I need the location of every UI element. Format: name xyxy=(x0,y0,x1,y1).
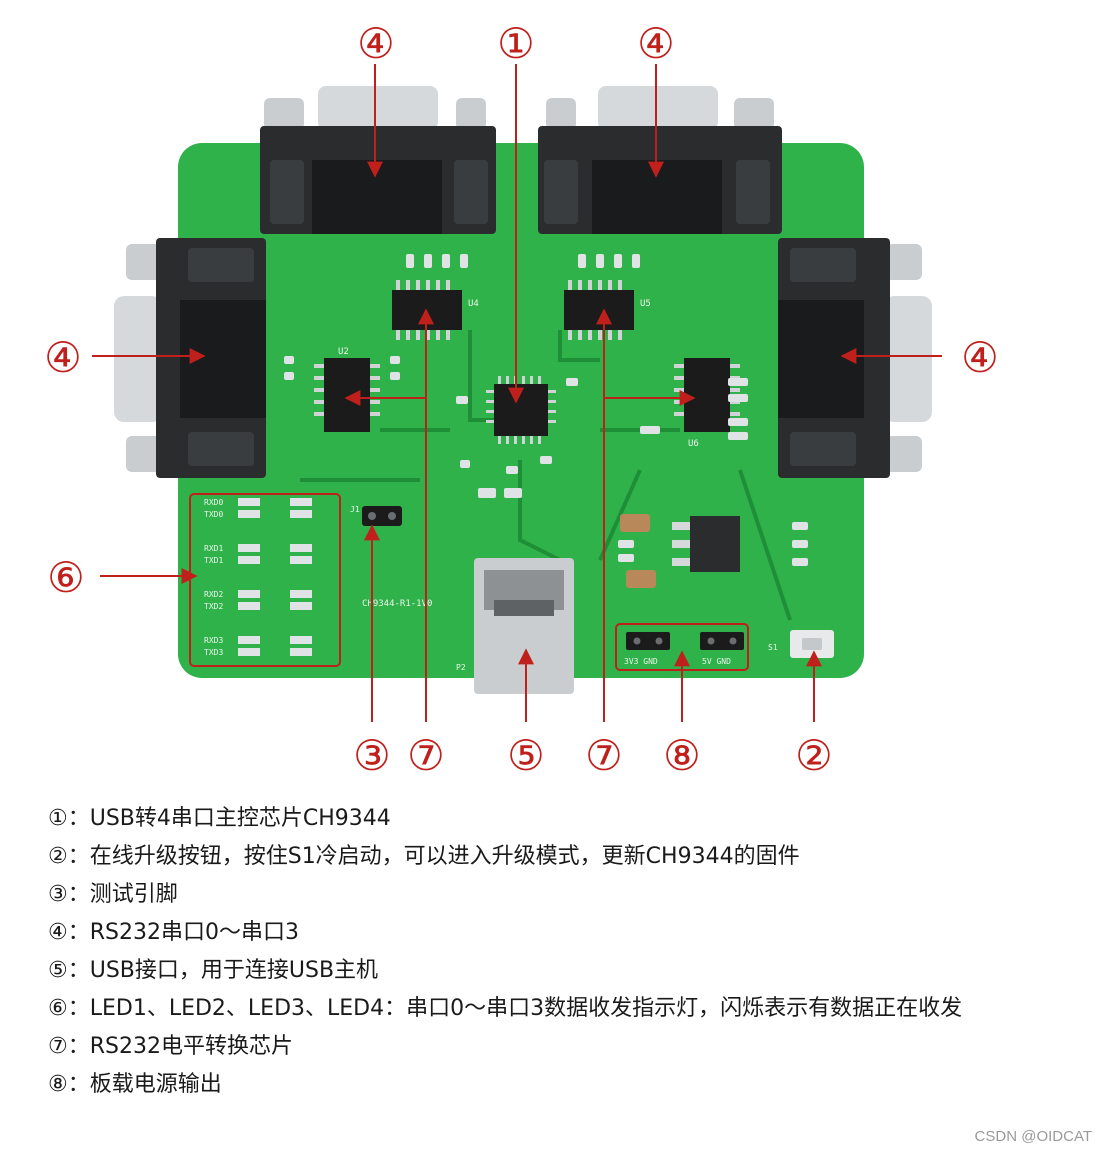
silk-j1: J1 xyxy=(350,505,360,514)
silk-rxd1: RXD1 xyxy=(204,544,223,553)
silk-rxd0: RXD0 xyxy=(204,498,223,507)
silk-txd1: TXD1 xyxy=(204,556,223,565)
silk-txd2: TXD2 xyxy=(204,602,223,611)
silk-u4: U4 xyxy=(468,299,479,309)
test-pins-j1: J1 xyxy=(350,505,402,526)
legend-item-3: ③：测试引脚 xyxy=(48,882,178,907)
silk-rxd3: RXD3 xyxy=(204,636,223,645)
silk-board-name: CH9344-R1-1V0 xyxy=(362,599,432,609)
callout-7-left: ⑦ xyxy=(407,731,445,780)
legend-item-6: ⑥：LED1、LED2、LED3、LED4：串口0～串口3数据收发指示灯，闪烁表… xyxy=(48,996,963,1021)
db9-connector-top-left xyxy=(260,86,496,234)
callout-3: ③ xyxy=(353,731,391,780)
legend-item-8: ⑧：板载电源输出 xyxy=(48,1072,222,1097)
legend-item-5: ⑤：USB接口，用于连接USB主机 xyxy=(48,958,379,983)
legend-item-1: ①：USB转4串口主控芯片CH9344 xyxy=(48,806,391,831)
tantalum-capacitors xyxy=(620,514,656,588)
silk-p2: P2 xyxy=(456,663,466,672)
passive-components xyxy=(284,254,808,566)
callout-1: ① xyxy=(497,19,535,68)
power-output-headers: 3V3 GND 5V GND xyxy=(615,623,749,671)
callout-4-left: ④ xyxy=(44,333,82,382)
upgrade-button-s1: S1 xyxy=(768,630,834,658)
silk-power-right: 5V GND xyxy=(702,657,731,666)
db9-connector-left xyxy=(114,238,266,478)
silk-u5: U5 xyxy=(640,299,651,309)
db9-connector-right xyxy=(778,238,932,478)
cap-pads xyxy=(618,540,634,562)
legend-list: ①：USB转4串口主控芯片CH9344 ②：在线升级按钮，按住S1冷启动，可以进… xyxy=(48,800,1038,1104)
callout-arrows xyxy=(92,64,942,722)
watermark: CSDN @OIDCAT xyxy=(974,1128,1092,1145)
db9-connector-top-right xyxy=(538,86,782,234)
callout-5: ⑤ xyxy=(507,731,545,780)
voltage-regulator-u1 xyxy=(672,516,740,572)
callout-7-right: ⑦ xyxy=(585,731,623,780)
silk-u6: U6 xyxy=(688,439,699,449)
callout-4-top-right: ④ xyxy=(637,19,675,68)
callout-4-right: ④ xyxy=(961,333,999,382)
callout-4-top-left: ④ xyxy=(357,19,395,68)
legend-item-4: ④：RS232串口0～串口3 xyxy=(48,920,299,945)
callout-2: ② xyxy=(795,731,833,780)
silk-txd3: TXD3 xyxy=(204,648,223,657)
legend-item-7: ⑦：RS232电平转换芯片 xyxy=(48,1034,293,1059)
silk-txd0: TXD0 xyxy=(204,510,223,519)
callout-8: ⑧ xyxy=(663,731,701,780)
silk-u2: U2 xyxy=(338,347,349,357)
ch9344-main-chip xyxy=(486,376,556,444)
board-diagram: U4 U5 U2 U6 xyxy=(44,19,999,780)
legend-item-2: ②：在线升级按钮，按住S1冷启动，可以进入升级模式，更新CH9344的固件 xyxy=(48,844,800,869)
usb-b-connector-p2: P2 xyxy=(456,558,574,694)
silk-rxd2: RXD2 xyxy=(204,590,223,599)
silk-s1: S1 xyxy=(768,643,778,652)
silk-power-left: 3V3 GND xyxy=(624,657,658,666)
callout-6: ⑥ xyxy=(47,553,85,602)
